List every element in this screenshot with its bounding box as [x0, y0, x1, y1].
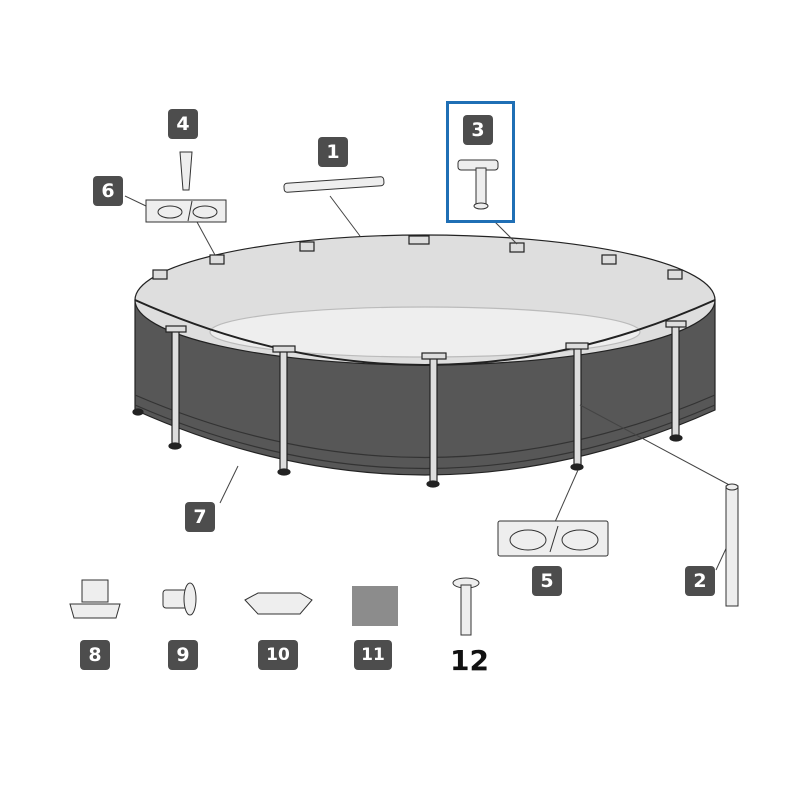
pool-feet — [132, 408, 683, 488]
part-2-leg — [725, 483, 739, 607]
pool-drawing — [132, 234, 716, 488]
top-rail-joints — [152, 235, 683, 280]
label-part-6: 6 — [93, 176, 123, 206]
label-part-11: 11 — [354, 640, 392, 670]
label-part-5: 5 — [532, 566, 562, 596]
label-part-8: 8 — [80, 640, 110, 670]
label-part-2: 2 — [685, 566, 715, 596]
part-11-liner-patch — [352, 586, 398, 626]
label-part-12: 12 — [450, 644, 489, 677]
part-12-tool — [452, 577, 480, 636]
part-4-pin — [179, 151, 193, 191]
part-6-caps — [145, 199, 227, 223]
part-8-strainer — [69, 579, 121, 619]
label-part-3: 3 — [463, 115, 493, 145]
label-part-4: 4 — [168, 109, 198, 139]
part-10-nut — [244, 592, 313, 615]
part-3-t-joint — [457, 159, 499, 210]
part-9-connector — [162, 582, 197, 616]
label-part-7: 7 — [185, 502, 215, 532]
part-1-rail — [283, 176, 385, 193]
part-5-feet — [497, 520, 609, 557]
label-part-1: 1 — [318, 137, 348, 167]
label-part-9: 9 — [168, 640, 198, 670]
highlight-frame-part-3 — [446, 101, 515, 223]
label-part-10: 10 — [258, 640, 298, 670]
